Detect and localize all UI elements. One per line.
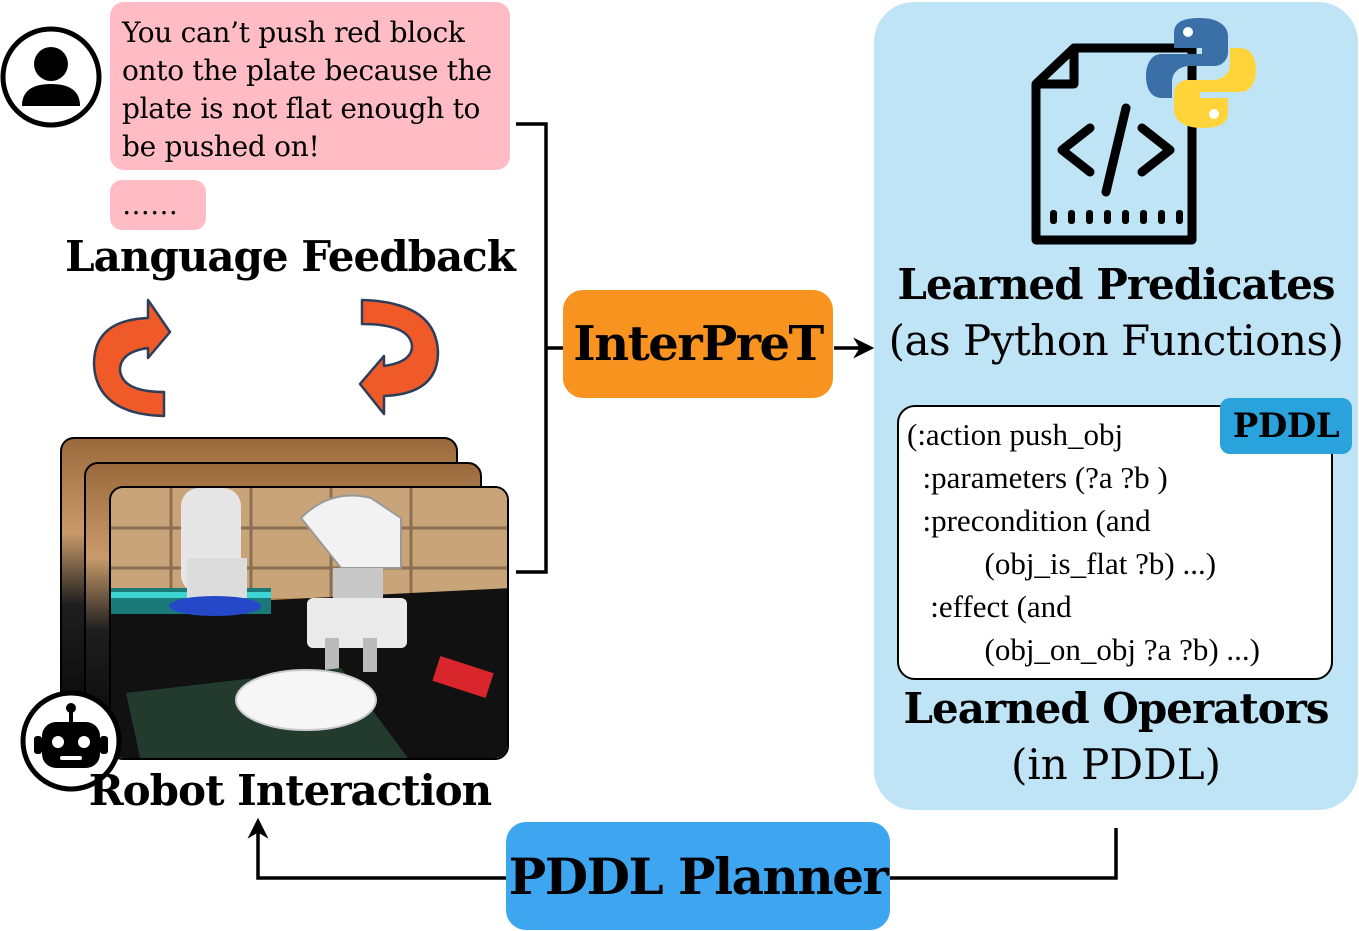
- python-logo-icon: [1146, 18, 1256, 128]
- learned-predicates-title: Learned Predicates: [897, 260, 1335, 309]
- panel-to-planner-line: [890, 828, 1118, 880]
- cycle-arrow-left-icon: [92, 298, 172, 418]
- learned-operators-subtitle: (in PDDL): [1010, 740, 1222, 789]
- learned-operators-title: Learned Operators: [903, 684, 1329, 733]
- pddl-badge: PDDL: [1220, 398, 1352, 454]
- robot-scene-image: [111, 488, 507, 758]
- pddl-planner-box: PDDL Planner: [506, 822, 890, 930]
- robot-photo-front: [109, 486, 509, 760]
- user-avatar-icon: [0, 26, 102, 128]
- robot-interaction-title: Robot Interaction: [88, 766, 492, 815]
- bracket-line: [516, 122, 548, 574]
- planner-to-robot-arrow: [247, 817, 506, 880]
- code-line: :parameters (?a ?b ): [907, 460, 1168, 495]
- feedback-ellipsis-bubble: ……: [110, 180, 206, 230]
- interpret-box: InterPreT: [563, 290, 833, 398]
- learned-predicates-subtitle: (as Python Functions): [888, 316, 1344, 365]
- feedback-speech-bubble: You can’t push red block onto the plate …: [110, 2, 510, 170]
- code-line: (obj_is_flat ?b) ...): [907, 546, 1217, 581]
- code-line: (obj_on_obj ?a ?b) ...): [907, 632, 1260, 667]
- code-file-icon: [1031, 43, 1197, 245]
- code-line: :effect (and: [907, 589, 1072, 624]
- pddl-planner-label: PDDL Planner: [508, 846, 889, 906]
- robot-avatar-icon: [20, 690, 122, 792]
- code-line: :precondition (and: [907, 503, 1151, 538]
- feedback-message: You can’t push red block onto the plate …: [122, 16, 492, 163]
- interpret-label: InterPreT: [573, 316, 824, 372]
- pddl-badge-label: PDDL: [1232, 406, 1340, 446]
- language-feedback-title: Language Feedback: [65, 232, 516, 281]
- feedback-ellipsis: ……: [122, 188, 178, 221]
- code-line: (:action push_obj: [907, 417, 1124, 452]
- cycle-arrow-right-icon: [358, 298, 440, 416]
